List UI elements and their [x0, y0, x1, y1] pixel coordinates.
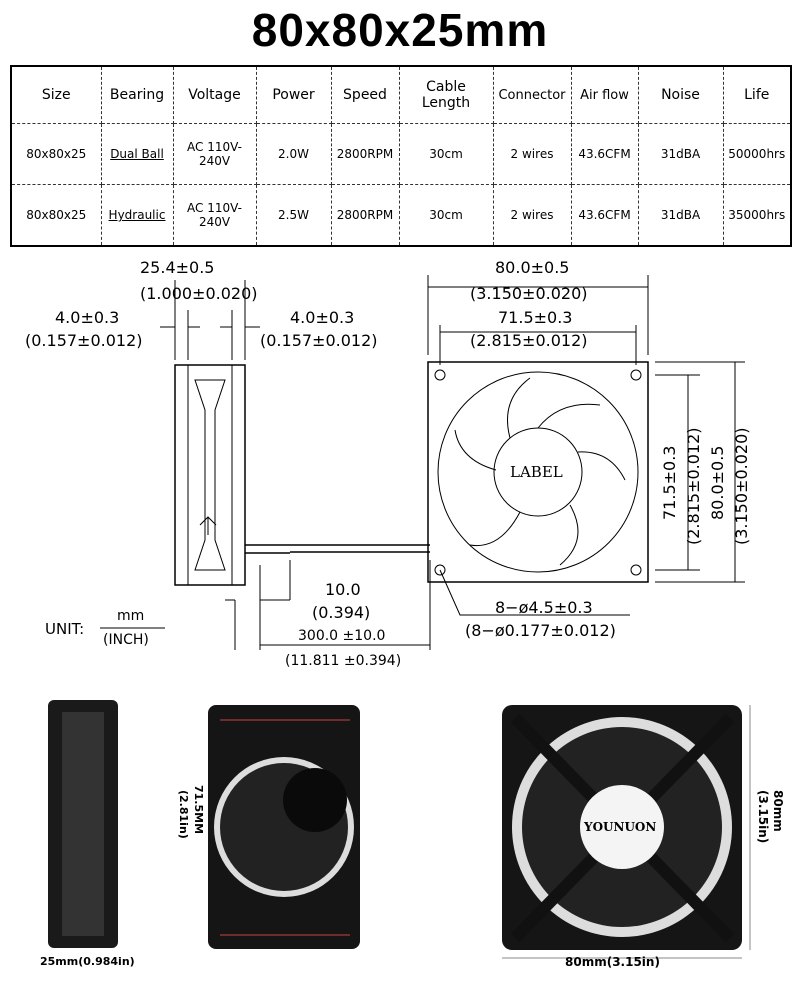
holes-dim-in: (8−ø0.177±0.012)	[465, 621, 616, 640]
hole-leader-line	[439, 569, 630, 616]
thickness-dim-in: (1.000±0.020)	[140, 284, 258, 303]
cell: 2 wires	[492, 184, 572, 247]
cell: 43.6CFM	[570, 123, 639, 185]
unit-inch: (INCH)	[103, 632, 149, 648]
table-header-row: Size Bearing Voltage Power Speed Cable L…	[10, 65, 792, 124]
v-width-dim: 80.0±0.5	[708, 445, 727, 520]
header-cell: Life	[722, 65, 792, 124]
side-view-drawing	[160, 280, 290, 586]
rim-left-dim-in: (0.157±0.012)	[25, 331, 143, 350]
cable-dim: 300.0 ±10.0	[298, 628, 386, 644]
front-fan-photo	[208, 705, 360, 949]
unit-label: UNIT:	[45, 620, 85, 638]
brand-logo: YOUNUON	[584, 820, 657, 834]
cable-dimension-lines	[225, 560, 431, 650]
cell: 2 wires	[492, 123, 572, 185]
cell: AC 110V-240V	[172, 123, 257, 185]
page-title: 80x80x25mm	[251, 4, 549, 56]
rim-right-dim: 4.0±0.3	[290, 308, 355, 327]
cell: 2.0W	[255, 123, 332, 185]
width-dim-in: (3.150±0.020)	[470, 284, 588, 303]
spec-table: Size Bearing Voltage Power Speed Cable L…	[10, 65, 792, 247]
cell: 50000hrs	[722, 123, 792, 185]
cell: AC 110V-240V	[172, 184, 257, 247]
front-dim: 71.5MM	[192, 785, 205, 835]
hole-pitch-dim: 71.5±0.3	[498, 308, 573, 327]
strip-dim: 10.0	[325, 580, 361, 599]
header-cell: Noise	[637, 65, 724, 124]
fan-label-text: LABEL	[510, 463, 563, 481]
cell: 2800RPM	[330, 123, 400, 185]
v-width-dim-in: (3.150±0.020)	[732, 427, 751, 546]
header-cell: Cable Length	[398, 65, 494, 124]
width-dim: 80.0±0.5	[495, 258, 570, 277]
cell: 35000hrs	[722, 184, 792, 247]
back-dim: 80mm	[771, 790, 785, 832]
holes-dim: 8−ø4.5±0.3	[495, 598, 593, 617]
header-cell: Voltage	[172, 65, 257, 124]
cell: 43.6CFM	[570, 184, 639, 247]
side-fan-photo	[48, 700, 118, 948]
cell: 2800RPM	[330, 184, 400, 247]
rim-right-dim-in: (0.157±0.012)	[260, 331, 378, 350]
front-view-drawing	[290, 275, 745, 583]
thickness-dim: 25.4±0.5	[140, 258, 215, 277]
cell: 80x80x25	[10, 123, 102, 185]
bottom-caption: 80mm(3.15in)	[565, 955, 660, 969]
v-pitch-dim-in: (2.815±0.012)	[684, 427, 703, 546]
side-caption: 25mm(0.984in)	[40, 955, 135, 968]
front-dim-in: (2.81in)	[177, 790, 190, 839]
hole-pitch-dim-in: (2.815±0.012)	[470, 331, 588, 350]
v-pitch-dim: 71.5±0.3	[660, 445, 679, 520]
header-cell: Air flow	[570, 65, 639, 124]
rim-left-dim: 4.0±0.3	[55, 308, 120, 327]
header-cell: Connector	[492, 65, 572, 124]
cell: Hydraulic	[100, 184, 174, 247]
unit-mm: mm	[117, 608, 145, 624]
cable-dim-in: (11.811 ±0.394)	[285, 653, 402, 669]
back-dim-in: (3.15in)	[756, 790, 770, 844]
table-row: 80x80x25 Dual Ball AC 110V-240V 2.0W 280…	[10, 123, 792, 185]
back-fan-photo	[502, 705, 751, 959]
table-row: 80x80x25 Hydraulic AC 110V-240V 2.5W 280…	[10, 184, 792, 247]
strip-dim-in: (0.394)	[312, 603, 371, 622]
cell: 80x80x25	[10, 184, 102, 247]
cell: 31dBA	[637, 123, 724, 185]
cell: 30cm	[398, 184, 494, 247]
